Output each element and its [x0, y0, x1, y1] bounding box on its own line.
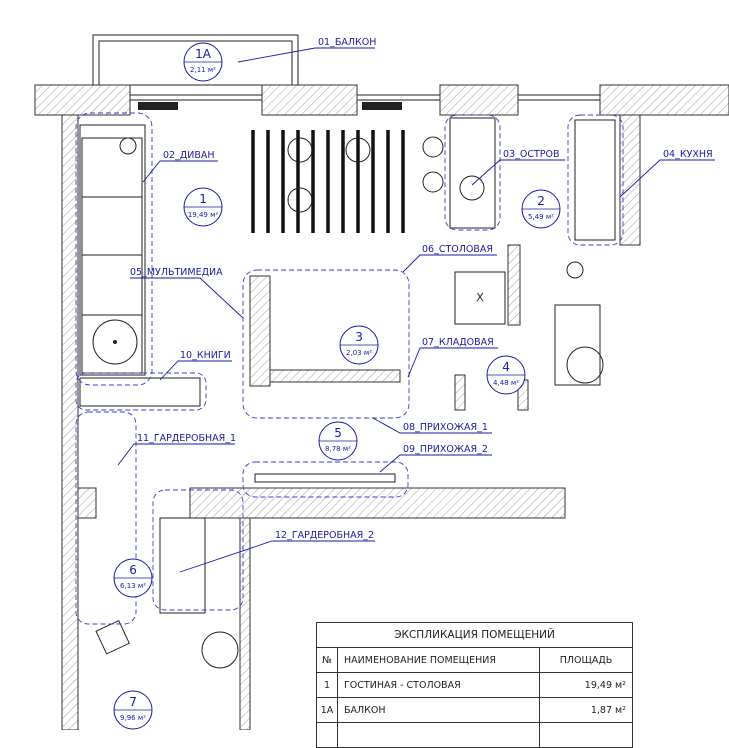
table-row: [316, 722, 633, 748]
label-island: 03_ОСТРОВ: [503, 149, 559, 160]
table-row: 1 ГОСТИНАЯ - СТОЛОВАЯ 19,49 м²: [316, 672, 633, 698]
label-wardrobe-2: 12_ГАРДЕРОБНАЯ_2: [275, 530, 374, 541]
room-tag: 1A 2,11 м²: [183, 42, 223, 82]
label-balcony: 01_БАЛКОН: [318, 37, 376, 48]
zones: [75, 112, 624, 625]
leaders: [117, 47, 715, 573]
box-mark: X: [476, 291, 484, 304]
balcony: [92, 34, 299, 86]
svg-text:6,13 м²: 6,13 м²: [120, 582, 146, 590]
cell-number: 1A: [316, 697, 338, 723]
label-wardrobe-1: 11_ГАРДЕРОБНАЯ_1: [137, 433, 236, 444]
room-tag: 6 6,13 м²: [113, 558, 153, 598]
svg-text:3: 3: [355, 330, 363, 344]
header-name: НАИМЕНОВАНИЕ ПОМЕЩЕНИЯ: [337, 647, 540, 673]
cell-name: БАЛКОН: [337, 697, 540, 723]
cell-area: [539, 722, 633, 748]
table-title: ЭКСПЛИКАЦИЯ ПОМЕЩЕНИЙ: [316, 622, 633, 648]
windows: [130, 94, 600, 110]
label-storage: 07_КЛАДОВАЯ: [422, 337, 494, 348]
svg-text:5,49 м²: 5,49 м²: [528, 213, 554, 221]
table-header-row: № НАИМЕНОВАНИЕ ПОМЕЩЕНИЯ ПЛОЩАДЬ: [316, 647, 633, 673]
svg-text:9,96 м²: 9,96 м²: [120, 714, 146, 722]
floor-plan: 01_БАЛКОН 02_ДИВАН 03_ОСТРОВ 04_КУХНЯ 05…: [34, 34, 729, 730]
label-hall-1: 08_ПРИХОЖАЯ_1: [403, 422, 488, 433]
svg-text:1A: 1A: [195, 47, 212, 61]
cell-area: 1,87 м²: [539, 697, 633, 723]
walls: [34, 84, 729, 730]
label-books: 10_КНИГИ: [180, 350, 231, 361]
room-tags: 1A2,11 м² 119,49 м² 25,49 м² 32,03 м² 44…: [113, 42, 561, 730]
svg-text:6: 6: [129, 563, 137, 577]
label-dining: 06_СТОЛОВАЯ: [422, 244, 493, 255]
label-multimedia: 05_МУЛЬТИМЕДИА: [130, 267, 223, 278]
svg-text:4: 4: [502, 360, 510, 374]
zone-labels: 01_БАЛКОН 02_ДИВАН 03_ОСТРОВ 04_КУХНЯ 05…: [130, 37, 713, 541]
room-schedule-table: ЭКСПЛИКАЦИЯ ПОМЕЩЕНИЙ № НАИМЕНОВАНИЕ ПОМ…: [316, 622, 633, 748]
room-tag: 1 19,49 м²: [183, 187, 223, 227]
svg-text:2: 2: [537, 194, 545, 208]
header-number: №: [316, 647, 338, 673]
cell-name: ГОСТИНАЯ - СТОЛОВАЯ: [337, 672, 540, 698]
svg-text:2,11 м²: 2,11 м²: [190, 66, 216, 74]
room-tag: 7 9,96 м²: [113, 690, 153, 730]
svg-text:5: 5: [334, 426, 342, 440]
cell-area: 19,49 м²: [539, 672, 633, 698]
table-row: 1A БАЛКОН 1,87 м²: [316, 697, 633, 723]
label-kitchen: 04_КУХНЯ: [663, 149, 713, 160]
room-tag: 3 2,03 м²: [339, 325, 379, 365]
svg-text:2,03 м²: 2,03 м²: [346, 349, 372, 357]
room-tag: 2 5,49 м²: [521, 189, 561, 229]
label-hall-2: 09_ПРИХОЖАЯ_2: [403, 444, 488, 455]
header-area: ПЛОЩАДЬ: [539, 647, 633, 673]
cell-number: [316, 722, 338, 748]
svg-text:7: 7: [129, 695, 137, 709]
svg-text:4,48 м²: 4,48 м²: [493, 379, 519, 387]
svg-text:8,78 м²: 8,78 м²: [325, 445, 351, 453]
cell-name: [337, 722, 540, 748]
room-tag: 5 8,78 м²: [318, 421, 358, 461]
room-tag: 4 4,48 м²: [486, 355, 526, 395]
cell-number: 1: [316, 672, 338, 698]
label-sofa: 02_ДИВАН: [163, 150, 215, 161]
svg-text:19,49 м²: 19,49 м²: [188, 211, 219, 219]
furniture: [79, 117, 616, 669]
svg-text:1: 1: [199, 192, 207, 206]
